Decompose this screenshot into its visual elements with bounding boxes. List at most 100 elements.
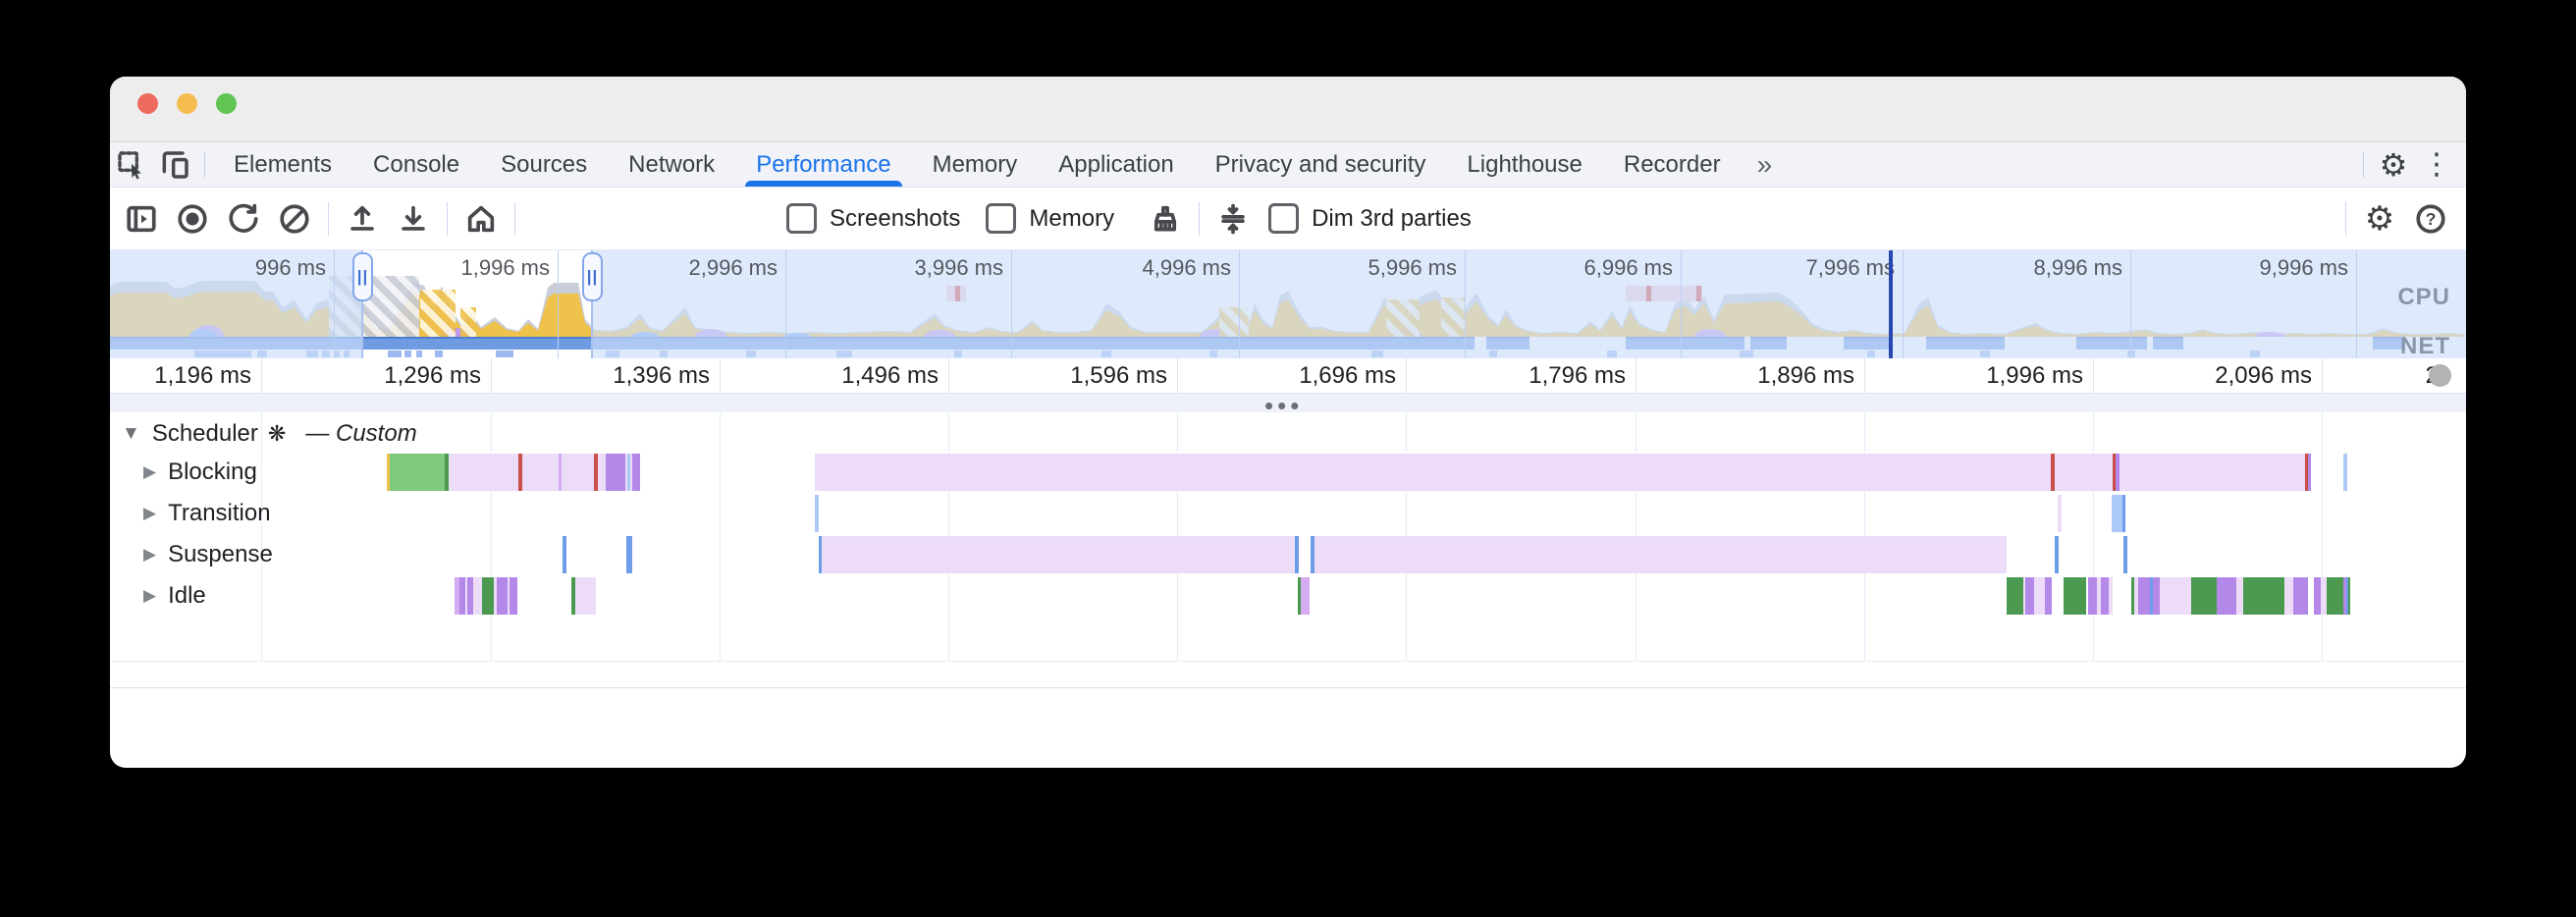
screenshots-checkbox[interactable] bbox=[786, 203, 817, 234]
track-row-label[interactable]: ▶Suspense bbox=[143, 541, 273, 567]
more-tabs-chevron-icon[interactable]: » bbox=[1756, 148, 1773, 180]
titlebar[interactable] bbox=[110, 77, 2466, 142]
selection-edge-line[interactable] bbox=[361, 250, 363, 358]
device-toolbar-icon[interactable] bbox=[153, 148, 196, 182]
track-bar-segment[interactable] bbox=[2097, 577, 2101, 615]
track-bar-segment[interactable] bbox=[2150, 577, 2153, 615]
expand-triangle-icon[interactable]: ▶ bbox=[143, 462, 157, 481]
panel-splitter[interactable]: ••• bbox=[110, 391, 2466, 420]
track-bar-segment[interactable] bbox=[482, 577, 494, 615]
track-bar-segment[interactable] bbox=[510, 577, 517, 615]
track-bar-segment[interactable] bbox=[522, 454, 559, 491]
track-bar-segment[interactable] bbox=[625, 454, 627, 491]
track-bar-segment[interactable] bbox=[1315, 536, 2007, 573]
track-bar-segment[interactable] bbox=[2343, 577, 2346, 615]
track-bar-segment[interactable] bbox=[2058, 495, 2062, 532]
track-bar-segment[interactable] bbox=[2236, 577, 2243, 615]
close-window-button[interactable] bbox=[137, 93, 158, 114]
track-bar-segment[interactable] bbox=[822, 536, 1295, 573]
track-bar-segment[interactable] bbox=[455, 577, 459, 615]
track-bar-segment[interactable] bbox=[2055, 536, 2059, 573]
track-bar-segment[interactable] bbox=[630, 454, 632, 491]
minimize-window-button[interactable] bbox=[177, 93, 197, 114]
collapse-triangle-icon[interactable]: ▼ bbox=[122, 423, 140, 444]
dim-3rd-parties-checkbox[interactable] bbox=[1268, 203, 1300, 234]
selection-handle-right[interactable]: || bbox=[582, 252, 603, 301]
memory-checkbox-group[interactable]: Memory bbox=[986, 203, 1114, 234]
track-bar-segment[interactable] bbox=[2160, 577, 2191, 615]
tab-console[interactable]: Console bbox=[373, 150, 460, 178]
settings-gear-icon[interactable]: ⚙ bbox=[2379, 146, 2408, 183]
track-bar-segment[interactable] bbox=[2348, 577, 2350, 615]
track-bar-segment[interactable] bbox=[2088, 577, 2097, 615]
expand-triangle-icon[interactable]: ▶ bbox=[143, 545, 157, 564]
track-bar-segment[interactable] bbox=[575, 577, 596, 615]
track-bar-segment[interactable] bbox=[815, 454, 2051, 491]
track-bar-segment[interactable] bbox=[2305, 454, 2308, 491]
track-bar-segment[interactable] bbox=[2122, 495, 2125, 532]
track-bar-segment[interactable] bbox=[598, 454, 606, 491]
track-bar-segment[interactable] bbox=[445, 454, 449, 491]
customize-devtools-menu-icon[interactable]: ⋮ bbox=[2422, 148, 2451, 181]
live-metrics-home-icon[interactable] bbox=[456, 196, 507, 242]
track-bar-segment[interactable] bbox=[2007, 577, 2023, 615]
track-bar-segment[interactable] bbox=[2284, 577, 2293, 615]
track-bar-segment[interactable] bbox=[559, 454, 562, 491]
record-and-reload-button[interactable] bbox=[218, 196, 269, 242]
track-bar-segment[interactable] bbox=[494, 577, 497, 615]
track-row-label[interactable]: ▶Blocking bbox=[143, 458, 257, 485]
record-button[interactable] bbox=[167, 196, 218, 242]
track-bar-segment[interactable] bbox=[2034, 577, 2045, 615]
toggle-sidebar-icon[interactable] bbox=[116, 196, 167, 242]
track-bar-segment[interactable] bbox=[390, 454, 445, 491]
track-bar-segment[interactable] bbox=[473, 577, 482, 615]
playhead-marker[interactable] bbox=[1889, 250, 1893, 358]
selection-edge-line[interactable] bbox=[591, 250, 593, 358]
track-bar-segment[interactable] bbox=[2109, 577, 2113, 615]
capture-settings-gear-icon[interactable]: ⚙ bbox=[2364, 199, 2395, 238]
track-bar-segment[interactable] bbox=[594, 454, 598, 491]
track-bar-segment[interactable] bbox=[1295, 536, 1299, 573]
track-bar-segment[interactable] bbox=[2123, 536, 2127, 573]
track-bar-segment[interactable] bbox=[2191, 577, 2217, 615]
tab-performance[interactable]: Performance bbox=[735, 142, 911, 187]
track-bar-segment[interactable] bbox=[819, 536, 822, 573]
track-bar-segment[interactable] bbox=[571, 577, 575, 615]
upload-profile-icon[interactable] bbox=[337, 196, 388, 242]
tab-network[interactable]: Network bbox=[628, 150, 716, 178]
track-bar-segment[interactable] bbox=[627, 454, 630, 491]
track-bar-segment[interactable] bbox=[2153, 577, 2160, 615]
track-bar-segment[interactable] bbox=[2346, 577, 2348, 615]
track-bar-segment[interactable] bbox=[2023, 577, 2025, 615]
tab-sources[interactable]: Sources bbox=[501, 150, 588, 178]
scheduler-track-header[interactable]: ▼Scheduler❋— Custom bbox=[122, 420, 417, 448]
track-bar-segment[interactable] bbox=[2134, 577, 2138, 615]
track-bar-segment[interactable] bbox=[2051, 454, 2055, 491]
track-bar-segment[interactable] bbox=[2101, 577, 2109, 615]
track-bar-segment[interactable] bbox=[465, 577, 467, 615]
selection-handle-left[interactable]: || bbox=[352, 252, 373, 301]
track-bar-segment[interactable] bbox=[2045, 577, 2052, 615]
track-bar-segment[interactable] bbox=[2112, 495, 2122, 532]
expand-triangle-icon[interactable]: ▶ bbox=[143, 504, 157, 522]
track-bar-segment[interactable] bbox=[2025, 577, 2034, 615]
download-profile-icon[interactable] bbox=[388, 196, 439, 242]
track-bar-segment[interactable] bbox=[1301, 577, 1310, 615]
track-bar-segment[interactable] bbox=[632, 454, 640, 491]
track-bar-segment[interactable] bbox=[387, 454, 390, 491]
track-bar-segment[interactable] bbox=[2064, 577, 2086, 615]
track-bar-segment[interactable] bbox=[2314, 577, 2321, 615]
track-bar-segment[interactable] bbox=[459, 577, 465, 615]
clear-button[interactable] bbox=[269, 196, 320, 242]
dim-3rd-parties-checkbox-group[interactable]: Dim 3rd parties bbox=[1268, 203, 1472, 234]
tab-application[interactable]: Application bbox=[1058, 150, 1174, 178]
track-row-label[interactable]: ▶Idle bbox=[143, 582, 206, 609]
track-bar-segment[interactable] bbox=[1311, 536, 1315, 573]
track-bar-segment[interactable] bbox=[508, 577, 510, 615]
zoom-window-button[interactable] bbox=[216, 93, 237, 114]
track-bar-segment[interactable] bbox=[2327, 577, 2343, 615]
track-bar-segment[interactable] bbox=[518, 454, 522, 491]
collect-garbage-icon[interactable] bbox=[1140, 196, 1191, 242]
track-row-label[interactable]: ▶Transition bbox=[143, 500, 271, 526]
